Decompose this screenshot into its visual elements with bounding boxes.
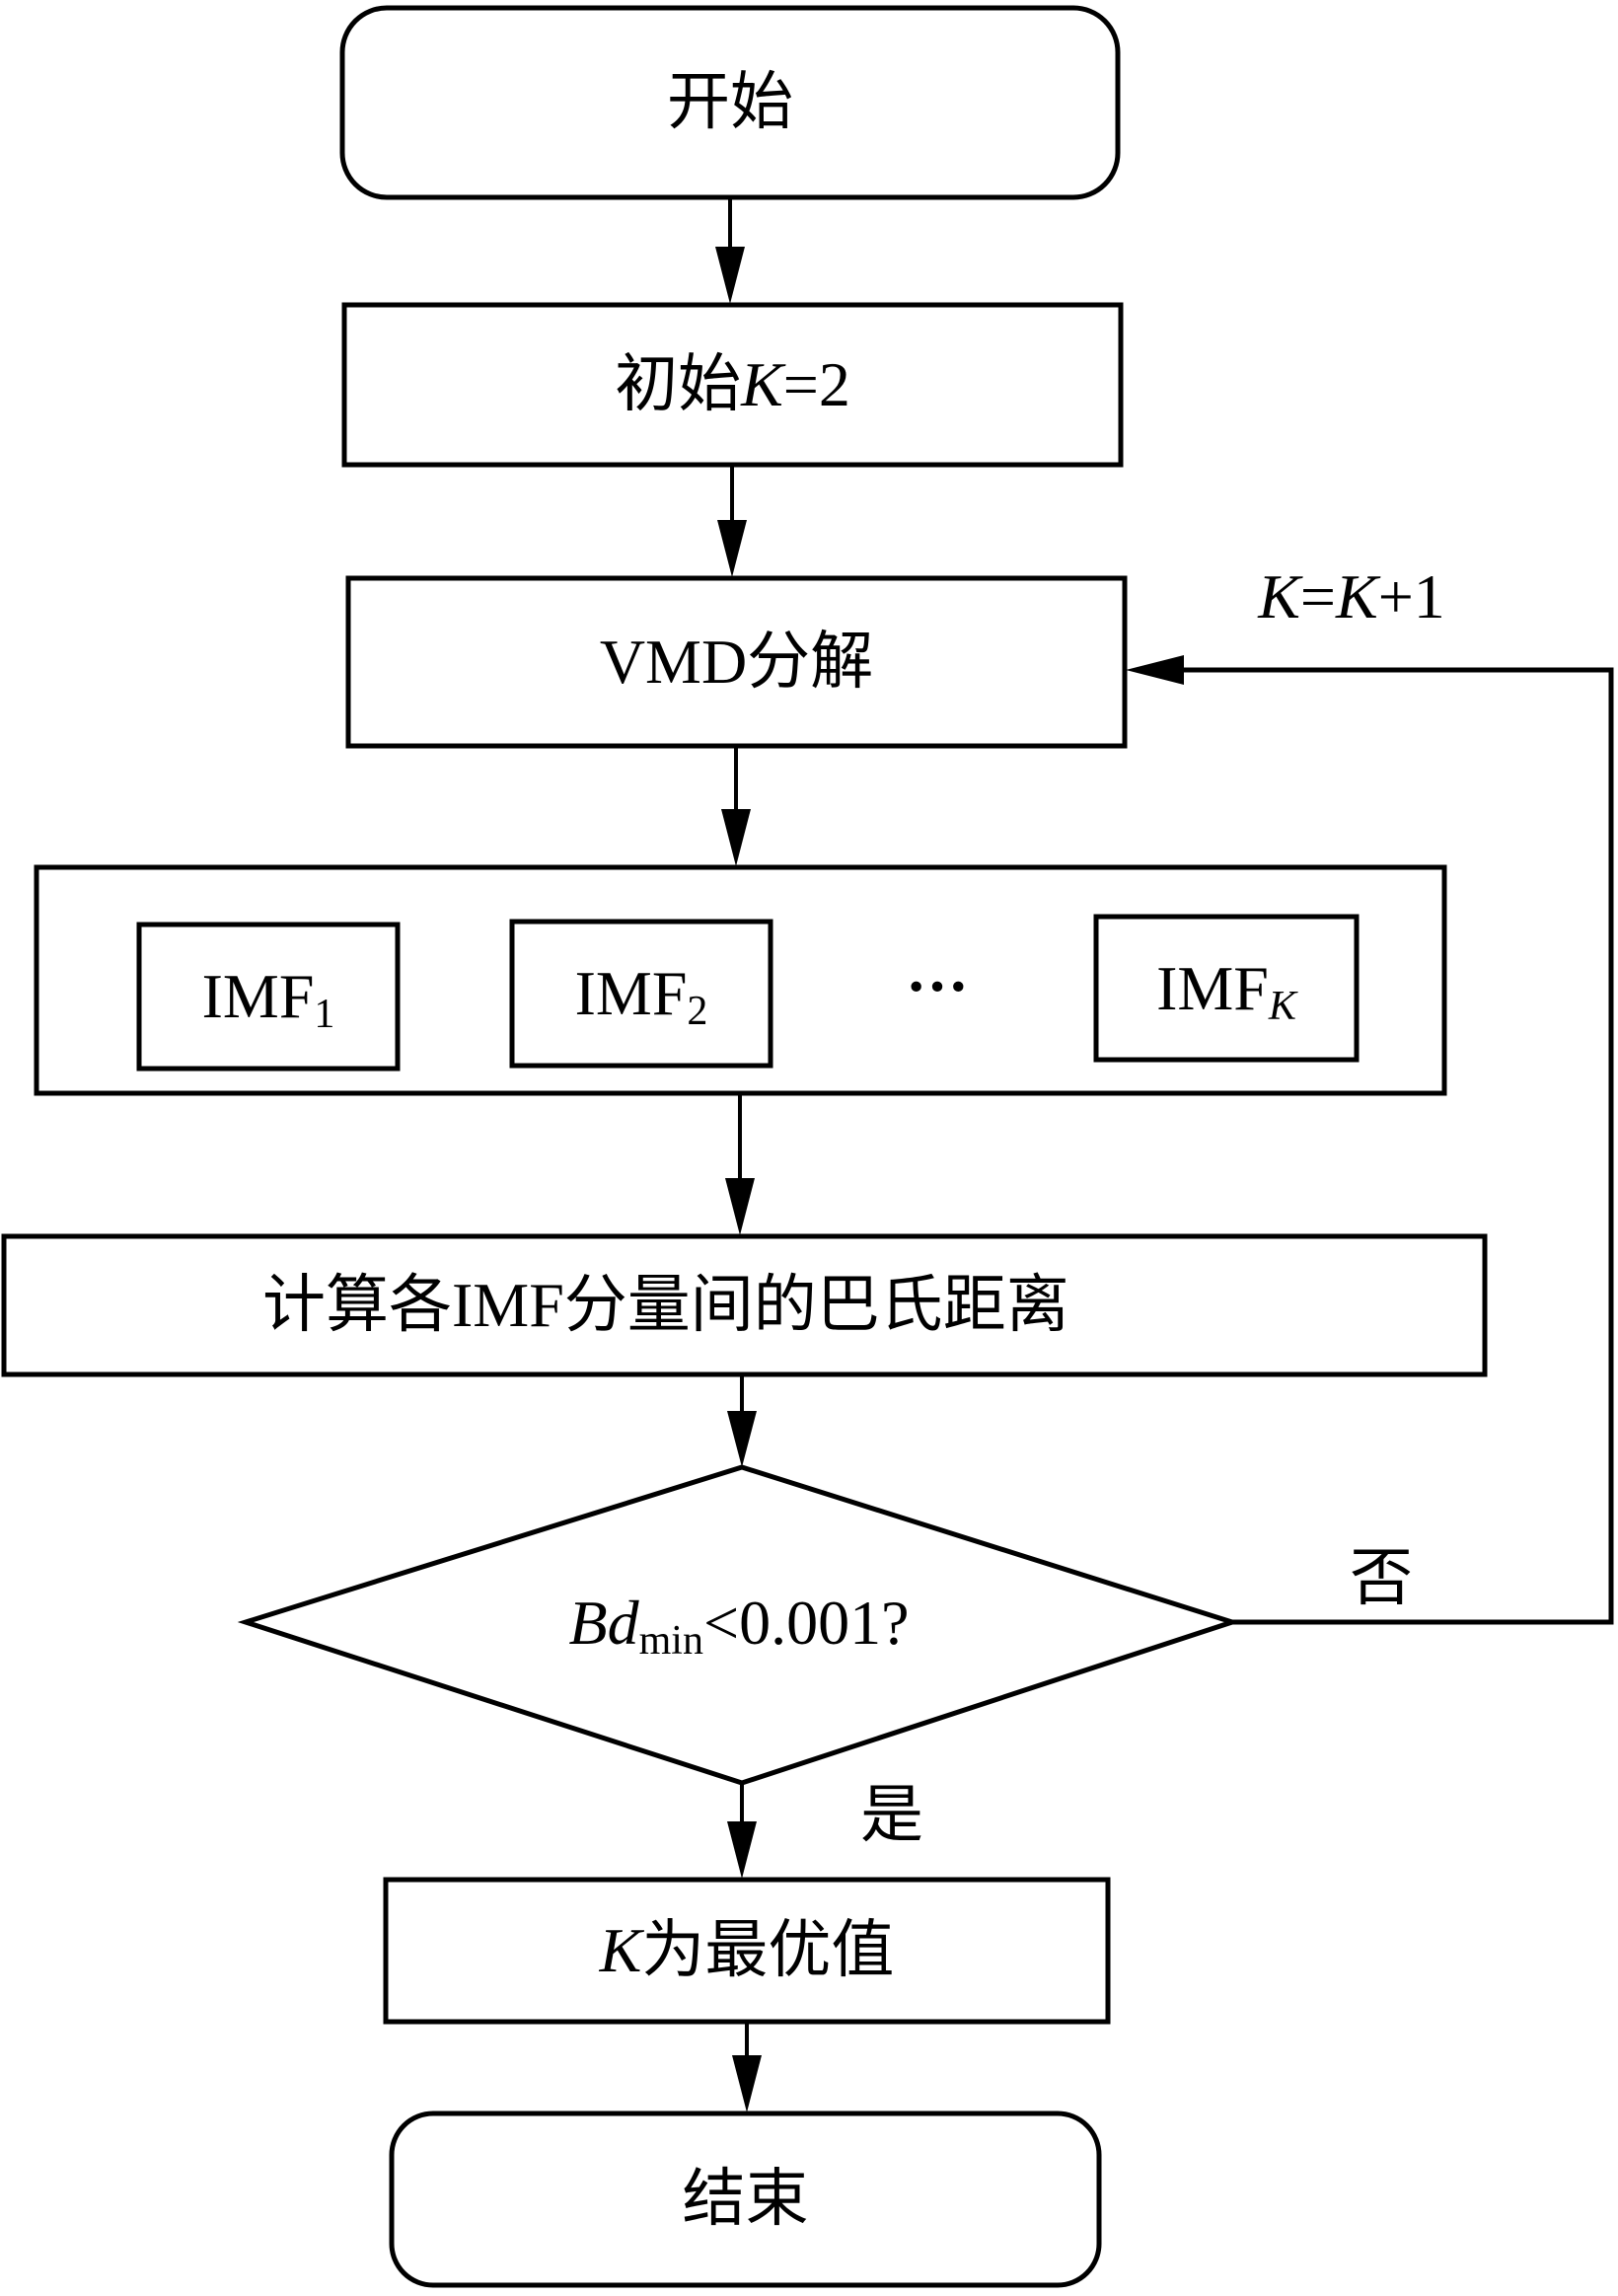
- imf-k-box: [1093, 914, 1360, 1063]
- ellipsis-text: ···: [905, 951, 970, 1021]
- vmd-text: VMD分解: [599, 627, 874, 697]
- optimal-var-k: K: [599, 1915, 642, 1985]
- loop-tail: +1: [1377, 561, 1445, 631]
- no-label: 否: [1342, 1539, 1421, 1618]
- imf-2-sub: 2: [687, 989, 708, 1034]
- imf-1-base: IMF: [201, 961, 315, 1031]
- loop-label: K=K+1: [1233, 562, 1470, 631]
- loop-eq: =: [1299, 561, 1336, 631]
- loop-var-k2: K: [1336, 561, 1378, 631]
- decision-cond: <0.001?: [702, 1588, 910, 1658]
- decision-var: Bd: [568, 1588, 639, 1658]
- arrowhead-optimal-to-end: [732, 2055, 762, 2112]
- optimal-k-box: [383, 1877, 1111, 2025]
- arrowhead-loop-to-vmd: [1126, 655, 1184, 685]
- yes-text: 是: [860, 1780, 923, 1850]
- imf-ellipsis: ···: [868, 947, 1006, 1026]
- calc-text: 计算各IMF分量间的巴氏距离: [262, 1270, 1069, 1340]
- imf-1-box: [136, 922, 401, 1072]
- vmd-label: VMD分解: [348, 578, 1125, 746]
- end-text: 结束: [682, 2164, 809, 2234]
- decision-sub: min: [638, 1618, 703, 1664]
- end-label: 结束: [392, 2113, 1099, 2285]
- calc-label: 计算各IMF分量间的巴氏距离: [4, 1236, 1485, 1374]
- init-var-k: K: [741, 349, 783, 419]
- arrowhead-calc-to-decision: [727, 1411, 757, 1467]
- init-prefix: 初始: [615, 349, 742, 419]
- arrowhead-vmd-to-imfs: [721, 809, 751, 866]
- imf-k-sub: K: [1268, 983, 1296, 1029]
- no-loop-line: [1184, 667, 1614, 1625]
- loop-var-k1: K: [1258, 561, 1300, 631]
- arrowhead-init-to-vmd: [717, 520, 747, 577]
- imf-1-sub: 1: [314, 992, 335, 1037]
- arrowhead-start-to-init: [715, 247, 745, 304]
- calc-distance-box: [1, 1233, 1488, 1377]
- imf-k-base: IMF: [1156, 952, 1269, 1023]
- init-process-box: [341, 302, 1124, 468]
- imf-2-base: IMF: [574, 958, 688, 1028]
- end-terminal: [389, 2111, 1102, 2288]
- init-suffix: =2: [782, 349, 850, 419]
- imf-2-box: [509, 919, 773, 1069]
- vmd-process-box: [345, 575, 1128, 749]
- yes-label: 是: [852, 1776, 931, 1855]
- start-text: 开始: [667, 67, 793, 137]
- no-text: 否: [1350, 1543, 1413, 1613]
- optimal-text: 为最优值: [641, 1915, 895, 1985]
- arrowhead-decision-to-optimal: [727, 1821, 757, 1879]
- start-label: 开始: [342, 8, 1118, 197]
- arrowhead-imfs-to-calc: [725, 1178, 755, 1235]
